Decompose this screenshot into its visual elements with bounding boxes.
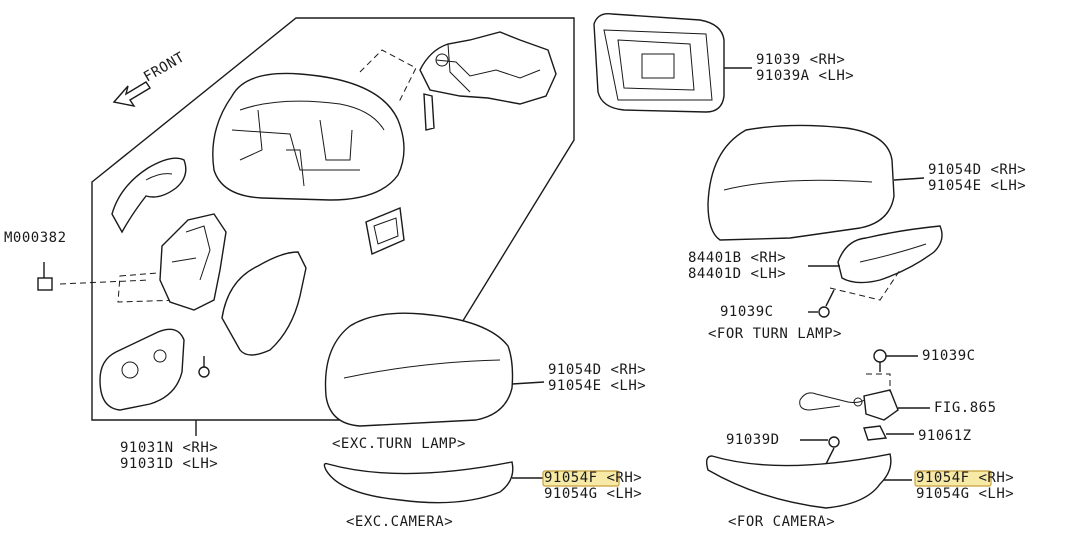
part-91054d-top-label: 91054D <RH> [928, 162, 1026, 178]
screw-icon [198, 356, 210, 378]
for-camera-label: <FOR CAMERA> [728, 514, 835, 530]
garnish-shape [323, 461, 514, 504]
base-cover-shape [111, 157, 187, 234]
fig865-label: FIG.865 [934, 400, 997, 416]
mirror-cover-shape [324, 312, 514, 427]
exc-turn-lamp-label: <EXC.TURN LAMP> [332, 436, 466, 452]
part-91039c-top-label: 91039C [720, 304, 774, 320]
mirror-base-shape [159, 213, 227, 311]
mirror-motor-shape [419, 31, 557, 131]
guide-line [359, 49, 417, 105]
part-91054e-mid-label: 91054E <LH> [548, 378, 646, 394]
bolt-icon [37, 262, 53, 291]
part-91061z-label: 91061Z [918, 428, 972, 444]
part-91031d-label: 91031D <LH> [120, 456, 218, 472]
mirror-glass-shape [593, 13, 725, 113]
front-label: FRONT [141, 49, 188, 85]
part-84401d-label: 84401D <LH> [688, 266, 786, 282]
front-arrow-icon [112, 81, 151, 108]
part-91039c-mid-label: 91039C [922, 348, 976, 364]
bracket-shape [365, 207, 405, 255]
mirror-cover-shape [707, 124, 895, 241]
exc-camera-label: <EXC.CAMERA> [346, 514, 453, 530]
assembly-frame [91, 17, 575, 421]
m000382-label: M000382 [4, 230, 67, 246]
gasket-shape [99, 328, 185, 411]
turn-lamp-shape [837, 225, 943, 284]
part-91054g-left-label: 91054G <LH> [544, 486, 642, 502]
part-91054f-left-label: 91054F <RH> [544, 470, 642, 486]
guide-line [829, 269, 901, 301]
guide-line [866, 373, 891, 392]
mirror-housing-shape [212, 72, 405, 201]
part-84401b-label: 84401B <RH> [688, 250, 786, 266]
screw-icon [818, 289, 835, 318]
part-91039a-label: 91039A <LH> [756, 68, 854, 84]
camera-harness-shape [799, 389, 899, 421]
side-cover-shape [221, 251, 307, 356]
highlight-box [542, 470, 620, 487]
part-91054d-mid-label: 91054D <RH> [548, 362, 646, 378]
leader-line [893, 177, 925, 181]
part-91054g-right-label: 91054G <LH> [916, 486, 1014, 502]
camera-garnish-shape [705, 453, 892, 509]
screw-icon [825, 436, 840, 465]
guide-line [59, 279, 151, 285]
part-91054f-right-label: 91054F <RH> [916, 470, 1014, 486]
camera-lens-shape [863, 425, 888, 441]
part-91039d-label: 91039D [726, 432, 780, 448]
part-91054e-top-label: 91054E <LH> [928, 178, 1026, 194]
for-turn-lamp-label: <FOR TURN LAMP> [708, 326, 842, 342]
leader-line [511, 381, 545, 385]
part-91039-label: 91039 <RH> [756, 52, 845, 68]
part-91031n-label: 91031N <RH> [120, 440, 218, 456]
screw-icon [873, 349, 887, 372]
highlight-box [914, 470, 992, 487]
